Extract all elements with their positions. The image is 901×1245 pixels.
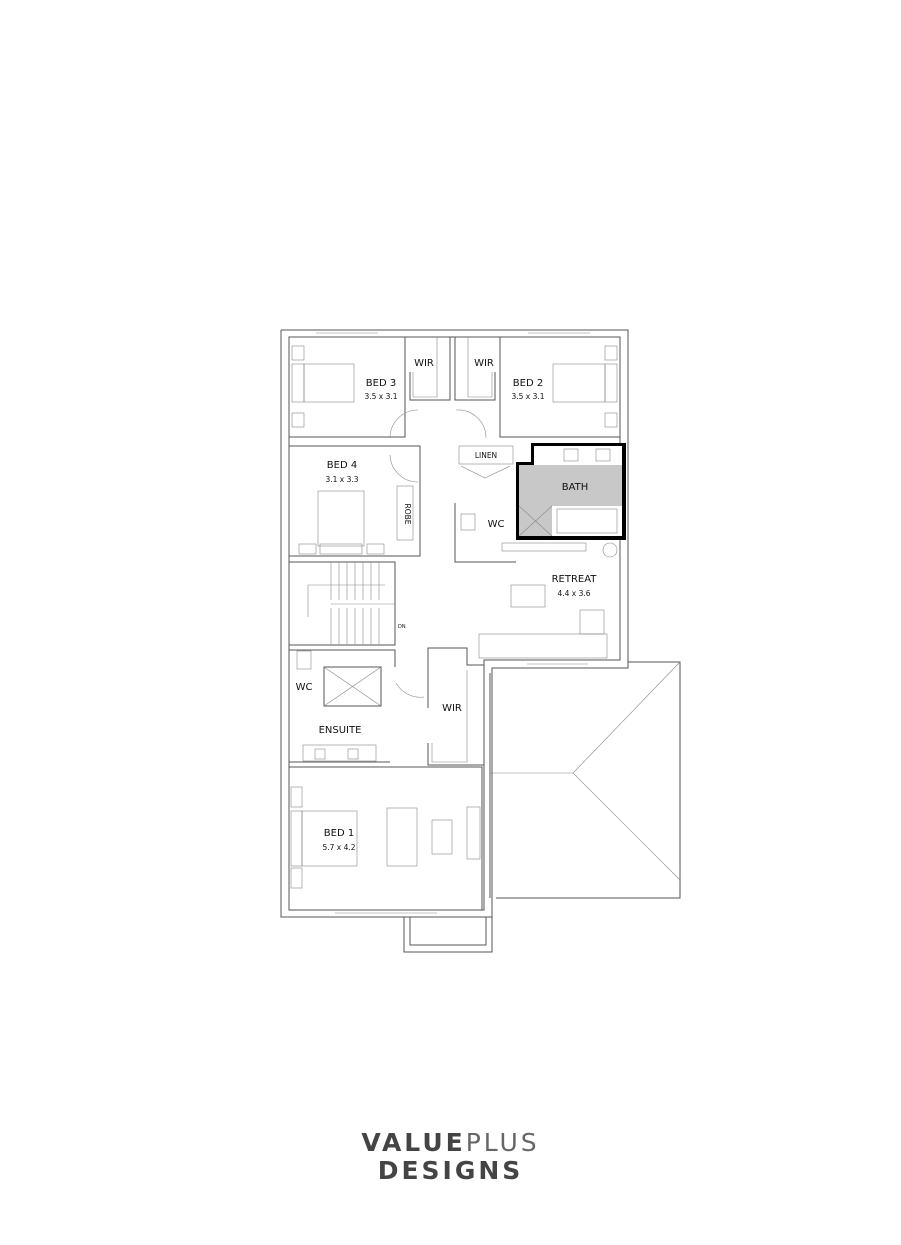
room-label: BED 1: [324, 828, 354, 839]
logo: VALUEPLUS: [0, 1128, 901, 1157]
logo-text: VALUE: [361, 1128, 466, 1157]
room-bed-4: BED 4 3.1 x 3.3 ROBE: [288, 445, 421, 557]
stairs-label: DN: [398, 624, 406, 630]
wir-label: WIR: [474, 358, 494, 369]
room-ensuite: WC ENSUITE: [289, 649, 396, 763]
room-size: 3.1 x 3.3: [325, 475, 358, 484]
logo-line-2: DESIGNS: [377, 1156, 524, 1185]
room-bath: BATH: [516, 443, 626, 540]
room-label: BED 2: [513, 378, 543, 389]
wir-top: WIR WIR: [409, 337, 496, 401]
room-size: 5.7 x 4.2: [322, 843, 355, 852]
room-size: 3.5 x 3.1: [364, 392, 397, 401]
wir-label: WIR: [414, 358, 434, 369]
room-label: BED 3: [366, 378, 396, 389]
room-bed-1: BED 1 5.7 x 4.2: [288, 766, 483, 911]
room-label: BATH: [562, 482, 589, 493]
robe-label: ROBE: [403, 504, 412, 525]
logo-text: PLUS: [465, 1128, 540, 1157]
room-size: 3.5 x 3.1: [511, 392, 544, 401]
wir-label: WIR: [442, 703, 462, 714]
roof: [489, 661, 681, 899]
linen-wc: LINEN WC: [454, 445, 516, 563]
room-label: RETREAT: [552, 574, 598, 585]
room-bed-2: BED 2 3.5 x 3.1: [499, 336, 621, 438]
room-bed-3: BED 3 3.5 x 3.1: [288, 336, 406, 438]
linen-label: LINEN: [475, 451, 497, 460]
room-retreat: RETREAT 4.4 x 3.6: [478, 542, 618, 659]
room-label: BED 4: [327, 460, 357, 471]
outer-walls: [280, 329, 629, 953]
wir-bed-1: WIR: [427, 647, 484, 766]
wc-label: WC: [488, 519, 505, 530]
room-size: 4.4 x 3.6: [557, 589, 590, 598]
wc-label: WC: [296, 682, 313, 693]
doors: [389, 409, 487, 698]
room-label: ENSUITE: [319, 725, 362, 736]
stairs: DN: [288, 561, 406, 646]
